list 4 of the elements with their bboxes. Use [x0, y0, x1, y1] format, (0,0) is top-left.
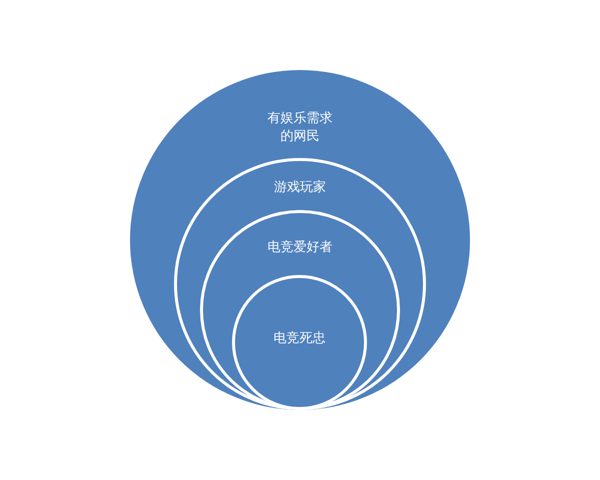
layer-label: 游戏玩家 — [273, 179, 327, 197]
layer-label: 电竞爱好者 — [266, 239, 334, 257]
layer-label: 电竞死忠 — [272, 330, 326, 348]
layer-label: 有娱乐需求的网民 — [266, 110, 334, 146]
